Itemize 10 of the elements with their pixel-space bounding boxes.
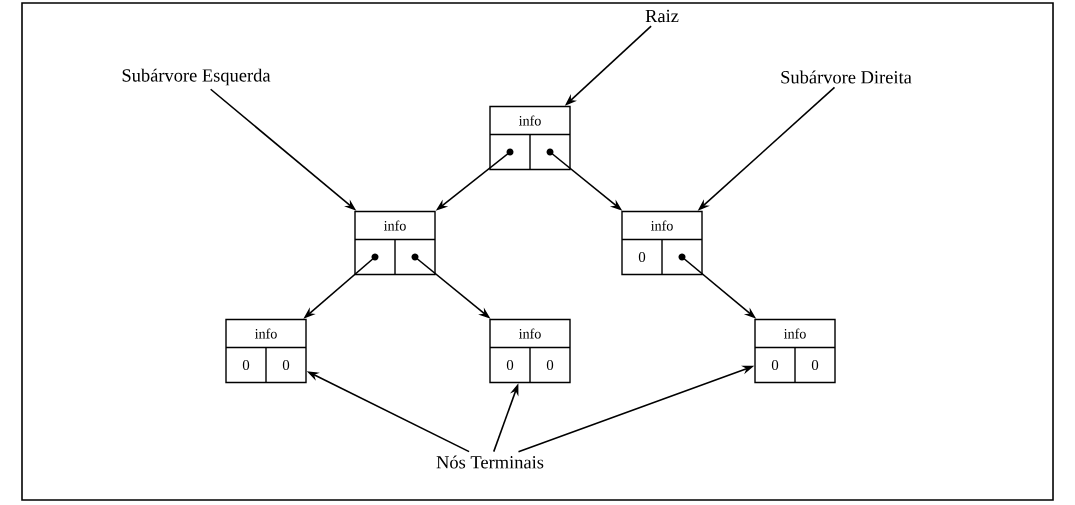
- tree-node-box: info 0 0: [489, 318, 571, 384]
- label: Raiz: [645, 9, 679, 23]
- tree-node-box: info 0: [621, 210, 703, 276]
- tree-node-box: info: [354, 210, 436, 276]
- tree-node-box: info: [489, 105, 571, 171]
- tree-node-box: info 0 0: [225, 318, 307, 384]
- label: Subárvore Direita: [781, 70, 912, 84]
- label: Nós Terminais: [436, 455, 544, 469]
- label: Subárvore Esquerda: [122, 68, 271, 86]
- tree-node-box: info 0 0: [754, 318, 836, 384]
